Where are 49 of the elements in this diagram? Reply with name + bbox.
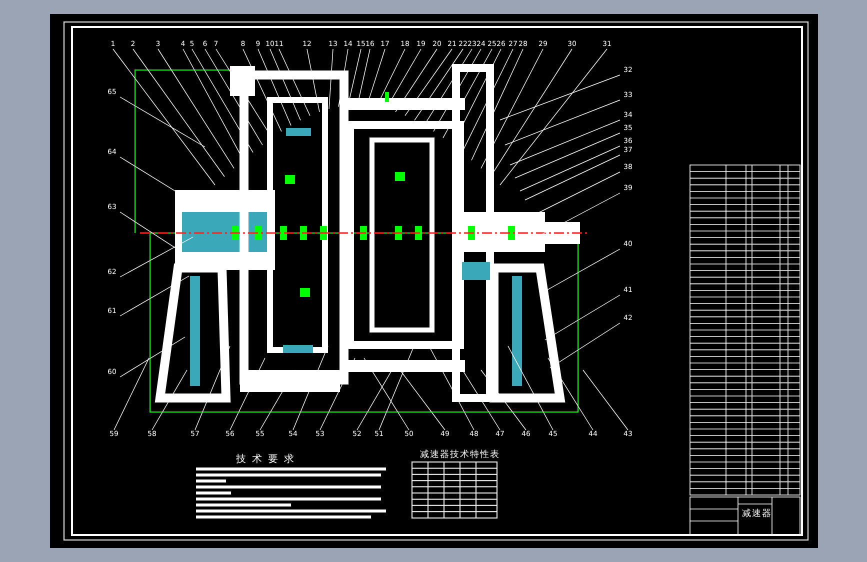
leader-line (132, 48, 225, 177)
leader-line (114, 358, 150, 430)
leader-line (278, 48, 310, 116)
leader-line (230, 358, 266, 430)
leader-line (158, 48, 234, 169)
leader-line (500, 48, 608, 186)
leader-line (520, 146, 620, 192)
leader-line (204, 48, 263, 146)
leader-line (395, 48, 438, 112)
leader-line (442, 48, 492, 138)
leader-line (480, 48, 544, 169)
leader-line (404, 48, 452, 116)
leader-line (500, 74, 620, 120)
leader-line (112, 48, 216, 186)
leader-line (414, 48, 464, 121)
requirements-heading: 技术要求 (236, 452, 300, 466)
leader-line (544, 294, 620, 340)
leader-line (242, 48, 282, 132)
leader-line (120, 276, 190, 316)
leader-line (306, 48, 320, 112)
leader-line (582, 370, 628, 430)
leader-line (152, 370, 188, 430)
leader-line (514, 132, 620, 178)
leader-line (320, 358, 356, 430)
drawing-title: 减速器 (742, 508, 772, 520)
leader-line (292, 346, 328, 430)
leader-line (328, 48, 334, 110)
leader-line (356, 370, 392, 430)
leader-line (400, 370, 446, 430)
leader-line (258, 48, 292, 126)
leader-line (550, 322, 620, 368)
leader-line (480, 370, 526, 430)
leader-line (120, 336, 186, 378)
leader-line (510, 120, 620, 166)
leader-line (270, 48, 301, 121)
leader-line (524, 154, 620, 200)
leader-line (120, 96, 206, 148)
leader-line (433, 48, 482, 132)
leader-line (192, 48, 254, 153)
leader-line (364, 358, 410, 430)
leader-line (504, 100, 620, 146)
leader-line (338, 48, 348, 108)
table-heading: 减速器技术特性表 (420, 448, 500, 461)
leader-line (508, 346, 554, 430)
leader-line (120, 236, 194, 278)
leader-line (471, 48, 524, 161)
leader-line (548, 358, 594, 430)
leader-line (194, 346, 230, 430)
leader-line (260, 370, 296, 430)
